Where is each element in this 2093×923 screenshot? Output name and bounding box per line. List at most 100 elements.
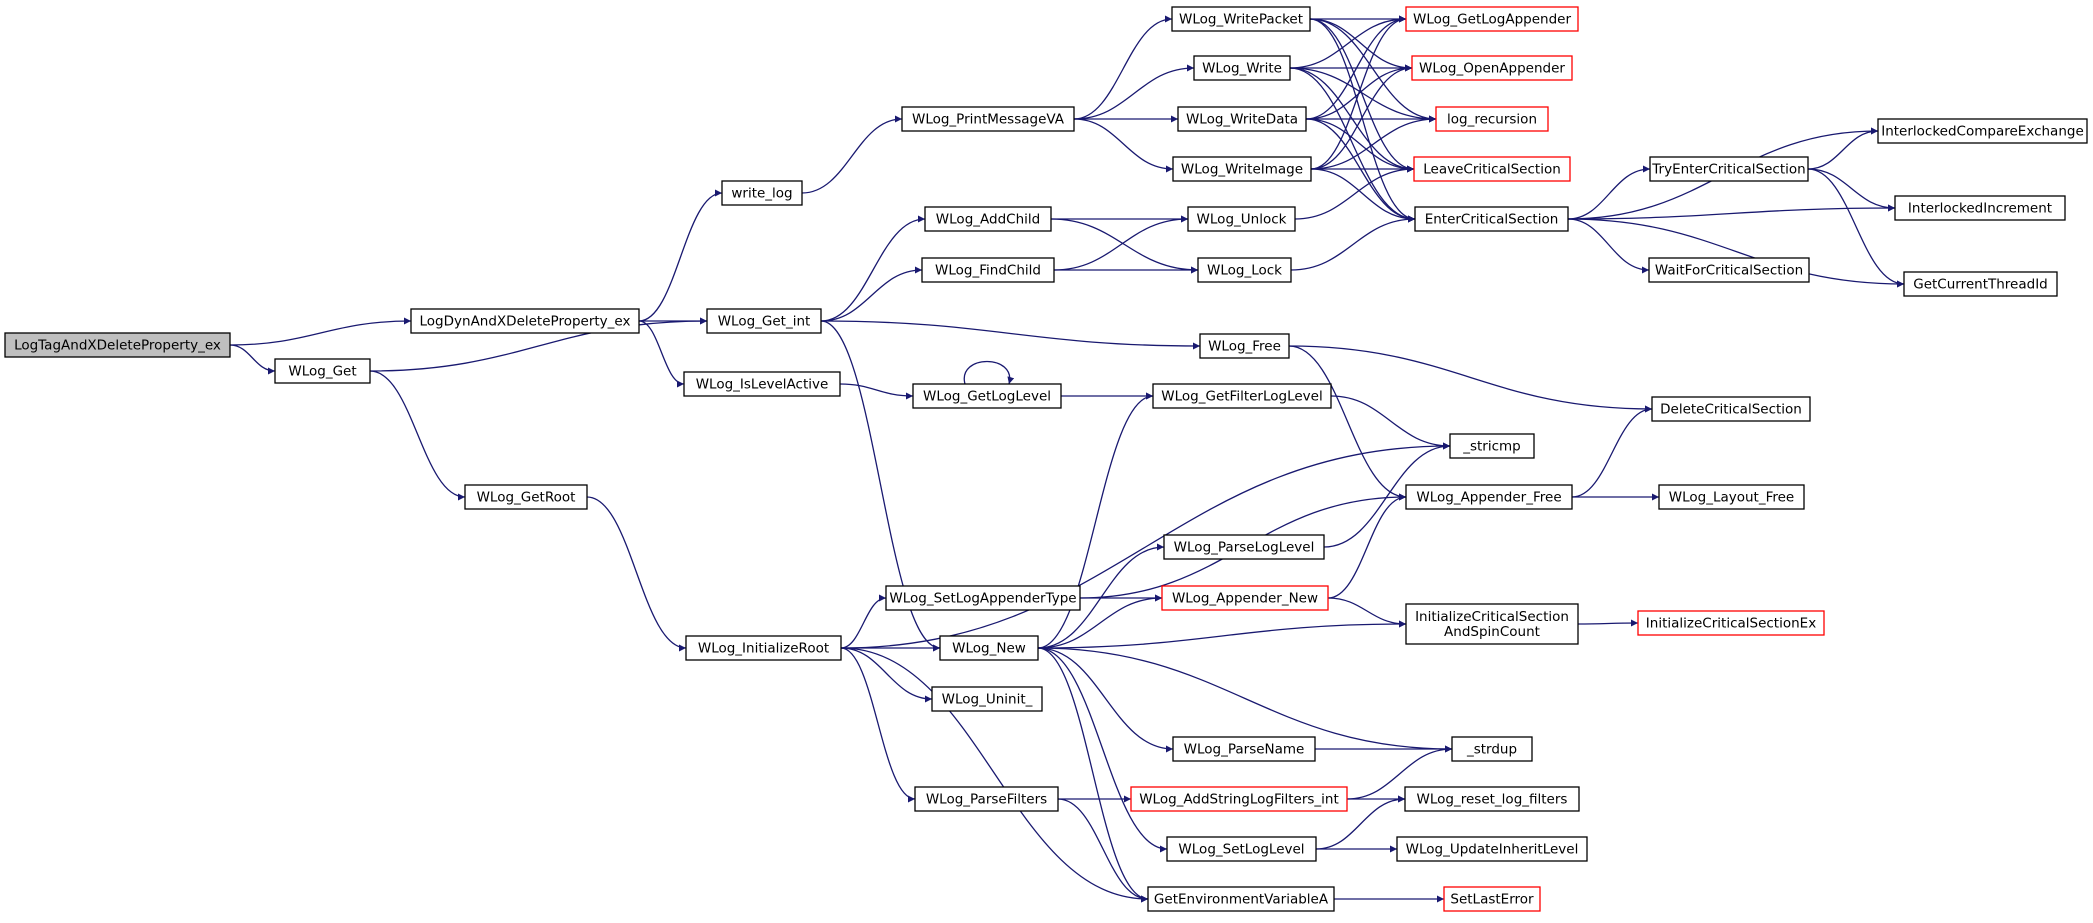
node-getloglevel[interactable]: WLog_GetLogLevel: [912, 383, 1062, 409]
node-label: WLog_Appender_New: [1172, 591, 1318, 607]
node-openappender[interactable]: WLog_OpenAppender: [1411, 55, 1573, 81]
edge-writepacket-to-leavecs: [1309, 18, 1415, 173]
node-box: [1405, 484, 1573, 510]
node-parsefilters[interactable]: WLog_ParseFilters: [914, 786, 1059, 812]
node-lock[interactable]: WLog_Lock: [1197, 257, 1292, 283]
node-findchild[interactable]: WLog_FindChild: [921, 257, 1055, 283]
node-getlogappender[interactable]: WLog_GetLogAppender: [1405, 6, 1579, 32]
node-box: [1435, 106, 1549, 132]
edge-free-to-deletecs: [1288, 345, 1653, 413]
edge-getint-to-free: [820, 320, 1201, 350]
node-stricmp[interactable]: _stricmp: [1449, 433, 1535, 459]
node-cmpxchg[interactable]: InterlockedCompareExchange: [1877, 118, 2088, 144]
node-appenderfree[interactable]: WLog_Appender_Free: [1405, 484, 1573, 510]
node-box: [706, 308, 822, 334]
edge-printmsg-to-writeimage: [1073, 118, 1174, 173]
node-write[interactable]: WLog_Write: [1193, 55, 1291, 81]
node-updateinherit[interactable]: WLog_UpdateInheritLevel: [1396, 836, 1588, 862]
edge-getint-to-new: [820, 320, 941, 652]
node-writepacket[interactable]: WLog_WritePacket: [1171, 6, 1311, 32]
node-logdyn[interactable]: LogDynAndXDeleteProperty_ex: [410, 308, 640, 334]
edge-getfilter-to-stricmp: [1330, 395, 1451, 450]
node-islevel[interactable]: WLog_IsLevelActive: [683, 371, 841, 397]
node-increment[interactable]: InterlockedIncrement: [1894, 195, 2066, 221]
node-setloglevel[interactable]: WLog_SetLogLevel: [1166, 836, 1317, 862]
edge-free-to-appenderfree: [1288, 345, 1407, 501]
node-box: [1894, 195, 2066, 221]
edge-entercs-to-threadid: [1567, 218, 1905, 288]
node-entercs[interactable]: EnterCriticalSection: [1414, 206, 1569, 232]
node-parseloglevel[interactable]: WLog_ParseLogLevel: [1163, 534, 1325, 560]
node-box: [1166, 836, 1317, 862]
node-new[interactable]: WLog_New: [939, 635, 1039, 661]
edge-write-to-recursion: [1289, 67, 1437, 123]
node-box: [1163, 534, 1325, 560]
node-uninit[interactable]: WLog_Uninit_: [931, 686, 1043, 712]
edge-write-to-getlogappender: [1289, 15, 1407, 69]
node-getenv[interactable]: GetEnvironmentVariableA: [1147, 886, 1335, 912]
node-threadid[interactable]: GetCurrentThreadId: [1903, 271, 2058, 297]
node-setlasterror[interactable]: SetLastError: [1443, 886, 1541, 912]
node-label: WLog_OpenAppender: [1419, 61, 1565, 77]
node-box: [1405, 603, 1579, 645]
node-writelog[interactable]: write_log: [721, 180, 803, 206]
node-addstring[interactable]: WLog_AddStringLogFilters_int: [1130, 786, 1348, 812]
node-layoutfree[interactable]: WLog_Layout_Free: [1658, 484, 1805, 510]
node-writeimage[interactable]: WLog_WriteImage: [1172, 156, 1312, 182]
node-free[interactable]: WLog_Free: [1199, 333, 1290, 359]
node-resetfilters[interactable]: WLog_reset_log_filters: [1404, 786, 1580, 812]
edge-unlock-to-leavecs: [1294, 165, 1415, 220]
node-label: GetEnvironmentVariableA: [1154, 892, 1329, 908]
node-initcsex[interactable]: InitializeCriticalSectionEx: [1637, 610, 1825, 636]
node-label: WLog_Appender_Free: [1416, 490, 1561, 506]
edge-new-to-getfilter: [1037, 392, 1154, 649]
node-box: [4, 332, 231, 358]
node-unlock[interactable]: WLog_Unlock: [1187, 206, 1296, 232]
node-label: WLog_UpdateInheritLevel: [1406, 842, 1579, 858]
edge-new-to-getenv: [1037, 647, 1149, 903]
edge-root-to-wlogget: [229, 344, 276, 375]
node-setappender[interactable]: WLog_SetLogAppenderType: [885, 585, 1081, 611]
node-label: _strdup: [1466, 742, 1517, 758]
node-wlogget[interactable]: WLog_Get: [274, 358, 371, 384]
node-box: [1414, 206, 1569, 232]
node-parsename[interactable]: WLog_ParseName: [1172, 736, 1316, 762]
node-deletecs[interactable]: DeleteCriticalSection: [1651, 396, 1811, 422]
node-root[interactable]: LogTagAndXDeleteProperty_ex: [4, 332, 231, 358]
node-label: WLog_Write: [1202, 61, 1282, 77]
node-tryenter[interactable]: TryEnterCriticalSection: [1649, 156, 1809, 182]
node-box: [1649, 156, 1809, 182]
node-appendernew[interactable]: WLog_Appender_New: [1161, 585, 1329, 611]
node-box: [683, 371, 841, 397]
node-label: InitializeCriticalSectionEx: [1646, 616, 1816, 632]
node-label: WLog_WriteData: [1186, 112, 1298, 128]
node-box: [924, 206, 1052, 232]
edge-initroot-to-getenv: [840, 647, 1149, 903]
node-label: DeleteCriticalSection: [1660, 402, 1802, 418]
node-box: [1172, 736, 1316, 762]
node-box: [1413, 156, 1571, 182]
node-label: LeaveCriticalSection: [1423, 162, 1561, 178]
node-label: WLog_New: [952, 641, 1026, 657]
node-addchild[interactable]: WLog_AddChild: [924, 206, 1052, 232]
edge-getint-to-addchild: [820, 215, 926, 322]
node-recursion[interactable]: log_recursion: [1435, 106, 1549, 132]
node-leavecs[interactable]: LeaveCriticalSection: [1413, 156, 1571, 182]
node-getroot[interactable]: WLog_GetRoot: [464, 484, 588, 510]
node-waitcs[interactable]: WaitForCriticalSection: [1648, 257, 1810, 283]
edge-addstring-to-strdup: [1346, 745, 1453, 800]
node-label: WLog_GetRoot: [477, 490, 576, 506]
edge-new-to-parsename: [1037, 647, 1174, 753]
node-printmsg[interactable]: WLog_PrintMessageVA: [901, 106, 1075, 132]
edge-initcs-to-initcsex: [1577, 619, 1639, 627]
node-getint[interactable]: WLog_Get_int: [706, 308, 822, 334]
node-label: WLog_ParseName: [1184, 742, 1305, 758]
node-label: WLog_IsLevelActive: [696, 377, 829, 393]
node-writedata[interactable]: WLog_WriteData: [1177, 106, 1307, 132]
node-getfilter[interactable]: WLog_GetFilterLogLevel: [1152, 383, 1332, 409]
node-label: AndSpinCount: [1444, 624, 1540, 640]
node-strdup[interactable]: _strdup: [1451, 736, 1533, 762]
node-initroot[interactable]: WLog_InitializeRoot: [685, 635, 842, 661]
edge-writeimage-to-recursion: [1310, 115, 1437, 170]
